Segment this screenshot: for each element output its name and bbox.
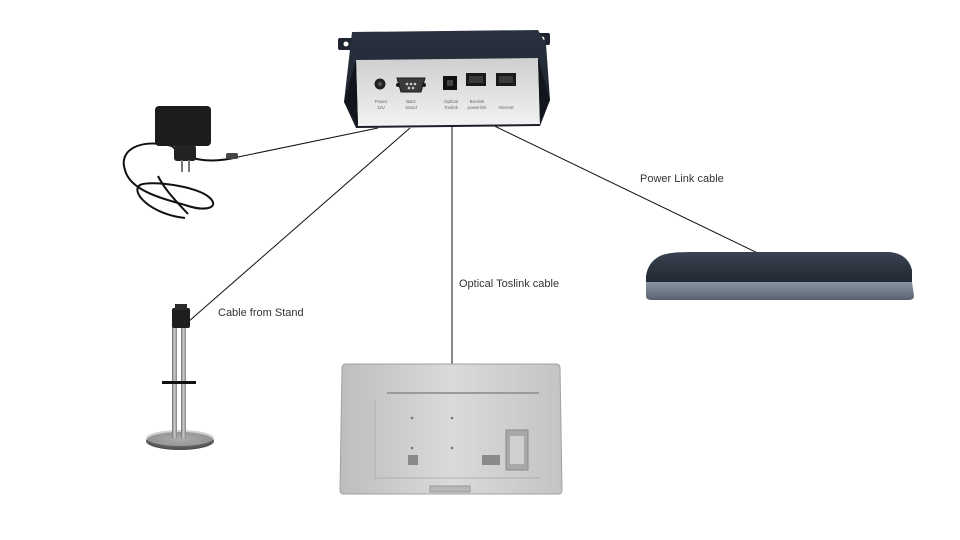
- power-adapter: [122, 106, 239, 219]
- power-cable-line: [237, 127, 379, 158]
- port-label-stand: Stand: [405, 105, 417, 110]
- tv-back: [339, 363, 563, 495]
- optical-port-icon: [443, 76, 457, 90]
- port-label-internet: Internet: [498, 105, 514, 110]
- soundbar: [646, 252, 914, 300]
- port-label-beolink: Beolink: [470, 99, 486, 104]
- internet-port-icon: [496, 73, 516, 86]
- power-port-icon: [374, 78, 386, 90]
- svg-text:Internet: Internet: [498, 105, 514, 110]
- port-label-powerlink: powerlink: [467, 105, 487, 110]
- port-label-power-voltage: 12V: [377, 105, 385, 110]
- powerlink-port-icon: [466, 73, 486, 86]
- port-label-toslink: Toslink: [444, 105, 459, 110]
- speaker-stand: [146, 304, 214, 450]
- stand-cable-line: [187, 127, 411, 323]
- power-link-cable-line: [481, 119, 769, 259]
- port-label-bo: B&O: [406, 99, 416, 104]
- bo-stand-port-icon: [396, 77, 426, 93]
- stand-cable-label: Cable from Stand: [218, 307, 304, 319]
- optical-cable-label: Optical Toslink cable: [459, 278, 560, 290]
- power-link-cable-label: Power Link cable: [640, 173, 724, 185]
- port-label-optical: Optical: [444, 99, 458, 104]
- port-label-power: Power: [375, 99, 388, 104]
